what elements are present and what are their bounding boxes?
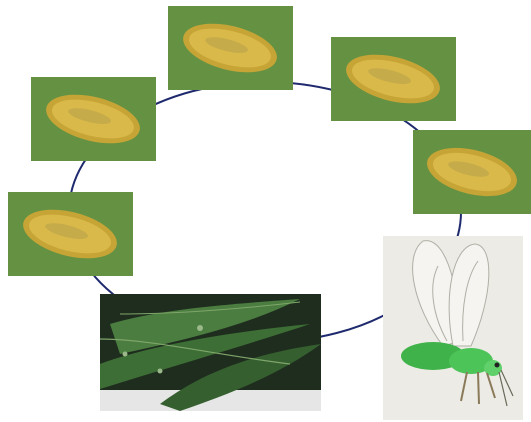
- egg-stage-photo-3: [413, 130, 531, 214]
- host-plant-photo: [100, 294, 321, 411]
- egg-stage-photo-1: [168, 6, 293, 90]
- egg-stage-photo-2: [331, 37, 456, 121]
- egg-stage-photo-5: [31, 77, 156, 161]
- egg-stage-photo-4: [8, 192, 133, 276]
- adult-insect-photo: [383, 236, 523, 420]
